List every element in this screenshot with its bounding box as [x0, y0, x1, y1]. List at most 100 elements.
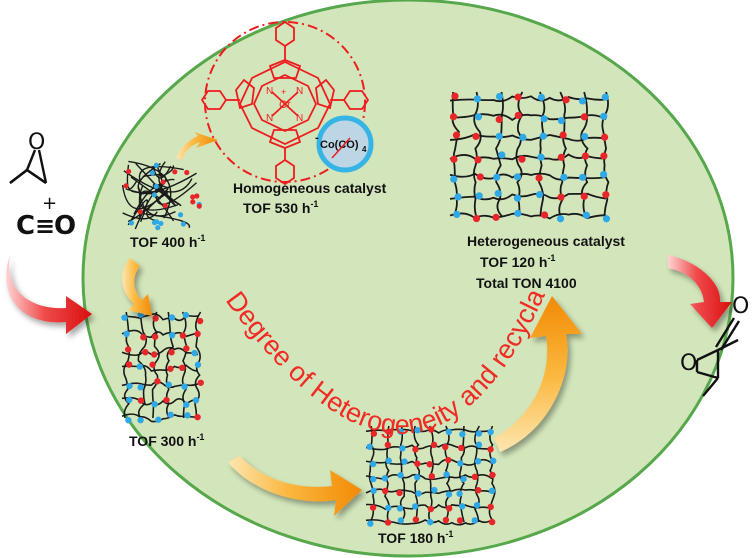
catalyst-node: [125, 417, 132, 424]
catalyst-node: [180, 221, 187, 227]
crosslink-node: [154, 378, 161, 385]
catalyst-node: [601, 93, 609, 101]
polymer-strand: [122, 211, 158, 220]
polymer-strand: [123, 170, 193, 193]
polymer-strand: [134, 178, 175, 230]
catalyst-node: [513, 173, 522, 181]
catalyst-node: [458, 503, 466, 510]
crosslink-node: [137, 397, 145, 404]
crosslink-node: [194, 413, 201, 421]
catalyst-node: [149, 170, 155, 176]
crosslink-node: [179, 332, 187, 339]
catalyst-node: [582, 211, 590, 219]
catalyst-node: [471, 517, 479, 524]
heterogeneous-total-ton: Total TON 4100: [476, 275, 577, 291]
crosslink-node: [184, 169, 190, 176]
arrow-400-to-300: [122, 258, 152, 316]
catalyst-node: [537, 153, 545, 161]
catalyst-node: [153, 162, 159, 168]
crosslink-node: [600, 152, 608, 160]
catalyst-node: [158, 220, 164, 227]
catalyst-node: [381, 475, 389, 482]
label-tof-400: TOF 400 h-1: [130, 233, 205, 250]
crosslink-node: [492, 213, 500, 221]
crosslink-node: [456, 517, 464, 524]
crosslink-node: [580, 192, 588, 200]
catalyst-node: [165, 381, 172, 388]
crosslink-node: [140, 334, 147, 341]
crosslink-node: [442, 516, 450, 524]
crosslink-node: [472, 132, 480, 140]
catalyst-node: [184, 412, 191, 419]
catalyst-node: [367, 520, 374, 527]
polymer-strand: [158, 161, 181, 206]
catalyst-node: [445, 491, 453, 498]
heterogeneous-tof: TOF 120 h-1: [480, 253, 555, 270]
crosslink-node: [167, 365, 174, 372]
crosslink-node: [162, 203, 168, 209]
catalyst-node: [397, 517, 405, 524]
catalyst-node: [450, 175, 458, 183]
crosslink-node: [179, 364, 186, 372]
crosslink-node: [426, 460, 433, 468]
lactone-ring-oxygen: O: [680, 351, 697, 376]
crosslink-node: [124, 346, 132, 353]
catalyst-node: [414, 426, 421, 434]
crosslink-node: [160, 179, 166, 185]
crosslink-node: [183, 345, 190, 352]
catalyst-node: [557, 116, 565, 125]
crosslink-node: [535, 174, 543, 182]
polymer-strand: [495, 91, 504, 217]
catalyst-node: [401, 458, 408, 465]
crosslink-node: [172, 169, 178, 175]
catalyst-node: [126, 382, 133, 390]
catalyst-node: [167, 411, 174, 419]
porphyrin-atoms: N N N N Cr +: [266, 86, 303, 124]
crosslink-node: [514, 111, 522, 119]
catalyst-node: [514, 209, 522, 217]
catalyst-node: [399, 445, 406, 452]
catalyst-node: [151, 219, 158, 226]
catalyst-node: [177, 212, 184, 218]
crosslink-node: [142, 348, 149, 356]
catalyst-node: [535, 190, 544, 199]
catalyst-node: [495, 92, 504, 101]
crosslink-node: [452, 131, 461, 139]
catalyst-node: [126, 396, 133, 404]
crosslink-node: [126, 168, 132, 175]
crosslink-node: [471, 473, 479, 481]
co-oxygen: O: [54, 211, 76, 241]
catalyst-node: [151, 192, 158, 198]
catalyst-node: [128, 220, 134, 226]
crosslink-node: [600, 133, 609, 141]
polymer-strand: [137, 311, 148, 419]
crosslink-node: [163, 396, 170, 404]
crosslink-node: [384, 441, 391, 449]
crosslink-node: [488, 518, 496, 526]
label-tof-300: TOF 300 h-1: [129, 432, 204, 449]
network-heterogeneous: [449, 91, 611, 223]
catalyst-node: [427, 518, 434, 526]
polymer-strand: [142, 212, 191, 229]
catalyst-node: [474, 458, 482, 465]
porphyrin-metal-charge: +: [281, 87, 286, 97]
catalyst-node: [181, 383, 188, 390]
cobalt-carbonyl-anion: - Co(CO) 4: [315, 115, 374, 173]
crosslink-node: [168, 349, 175, 356]
catalyst-node: [415, 490, 422, 497]
catalyst-node: [490, 457, 497, 465]
crosslink-node: [194, 193, 200, 199]
catalyst-node: [151, 401, 158, 408]
label-heterogeneous: Heterogeneous catalyst TOF 120 h-1 Total…: [467, 233, 625, 291]
catalyst-node: [385, 504, 392, 512]
crosslink-node: [487, 446, 494, 453]
network-tof-180: [365, 425, 497, 527]
crosslink-node: [385, 428, 392, 435]
catalyst-node: [192, 397, 200, 404]
porphyrin-n2: N: [296, 86, 303, 97]
crosslink-node: [384, 519, 392, 526]
cobalt-label: Co(CO): [320, 139, 359, 151]
crosslink-node: [514, 93, 522, 101]
crosslink-node: [445, 456, 452, 464]
